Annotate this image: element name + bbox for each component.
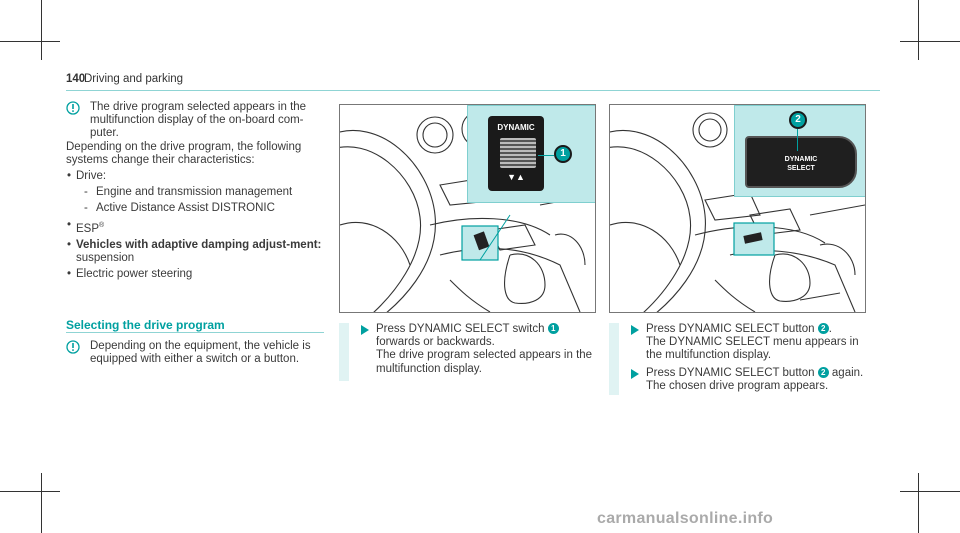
note-text: The drive program selected appears in th… <box>90 101 307 140</box>
bullet-steering: Electric power steering <box>66 268 324 281</box>
info-icon <box>66 340 80 354</box>
header-rule <box>66 90 880 91</box>
switch-arrows: ▼▲ <box>507 172 525 182</box>
step-text-pre: Press DYNAMIC SELECT button <box>646 367 818 379</box>
section-header: Driving and parking <box>84 73 184 85</box>
bullet-esp: ESP® <box>66 219 324 236</box>
callout-2: 2 <box>789 111 807 129</box>
callout-ref-1: 1 <box>547 323 559 334</box>
instruction-step-2: Press DYNAMIC SELECT button 2. The DYNAM… <box>609 323 864 395</box>
watermark: carmanualsonline.info <box>597 510 774 527</box>
button-label-line2: SELECT <box>787 165 815 172</box>
switch-roller <box>500 138 536 168</box>
info-icon <box>66 101 80 115</box>
dashboard-line-drawing <box>610 112 865 312</box>
bullet-drive: Drive: <box>66 170 324 183</box>
button-label-line1: DYNAMIC <box>784 156 818 163</box>
action-arrow-icon <box>631 325 639 335</box>
step-text-post: forwards or backwards. <box>376 336 495 349</box>
action-arrow-icon <box>631 369 639 379</box>
info-note-equipment: Depending on the equipment, the vehicle … <box>66 340 348 366</box>
instruction-step-3: Press DYNAMIC SELECT button 2 again. The… <box>609 367 864 393</box>
callout-line <box>797 129 798 151</box>
step-text-post: . <box>828 323 832 335</box>
crop-mark <box>0 41 60 42</box>
vehicles-suspension: suspension <box>76 251 135 264</box>
crop-mark <box>0 491 60 492</box>
text-column: The drive program selected appears in th… <box>66 101 324 281</box>
step-result: The DYNAMIC SELECT menu appears in the m… <box>646 336 859 362</box>
step-bar <box>339 323 349 381</box>
step-text-post: again. <box>828 367 864 379</box>
callout-ref-2: 2 <box>817 367 829 378</box>
sub-item-distronic: Active Distance Assist DISTRONIC <box>66 202 324 215</box>
figure-switch-illustration: DYNAMIC ▼▲ 1 <box>339 104 596 313</box>
note-text: Depending on the equipment, the vehicle … <box>90 340 311 366</box>
step-result: The drive program selected appears in th… <box>376 349 593 375</box>
section-rule <box>66 332 324 333</box>
bullet-vehicles: Vehicles with adaptive damping adjust-me… <box>66 239 324 265</box>
crop-mark <box>900 491 960 492</box>
switch-label: DYNAMIC <box>497 123 535 132</box>
info-note: The drive program selected appears in th… <box>66 101 324 141</box>
step-text-pre: Press DYNAMIC SELECT switch <box>376 323 548 335</box>
switch-inset: DYNAMIC ▼▲ 1 <box>467 105 595 203</box>
crop-mark <box>900 41 960 42</box>
action-arrow-icon <box>361 325 369 335</box>
button-inset: DYNAMIC SELECT 2 <box>734 105 865 197</box>
intro-text: Depending on the drive program, the foll… <box>66 140 302 166</box>
callout-ref-2: 2 <box>817 323 829 334</box>
callout-line <box>538 155 554 156</box>
figure-button-illustration: DYNAMIC SELECT 2 <box>609 104 866 313</box>
vehicles-condition: Vehicles with adaptive damping adjust-me… <box>76 238 322 251</box>
sub-item-engine: Engine and transmission management <box>66 186 324 199</box>
crop-mark <box>41 0 42 60</box>
section-title: Selecting the drive program <box>66 318 225 332</box>
callout-1: 1 <box>554 145 572 163</box>
crop-mark <box>918 0 919 60</box>
page-number: 140 <box>66 73 86 85</box>
dynamic-select-button <box>745 136 857 188</box>
step-bar <box>609 323 619 395</box>
crop-mark <box>41 473 42 533</box>
esp-label: ESP <box>76 222 100 235</box>
crop-mark <box>918 473 919 533</box>
registered-mark: ® <box>99 221 105 229</box>
step-text-pre: Press DYNAMIC SELECT button <box>646 323 818 335</box>
step-result: The chosen drive program appears. <box>646 380 829 393</box>
instruction-step-1: Press DYNAMIC SELECT switch 1 forwards o… <box>339 323 594 381</box>
